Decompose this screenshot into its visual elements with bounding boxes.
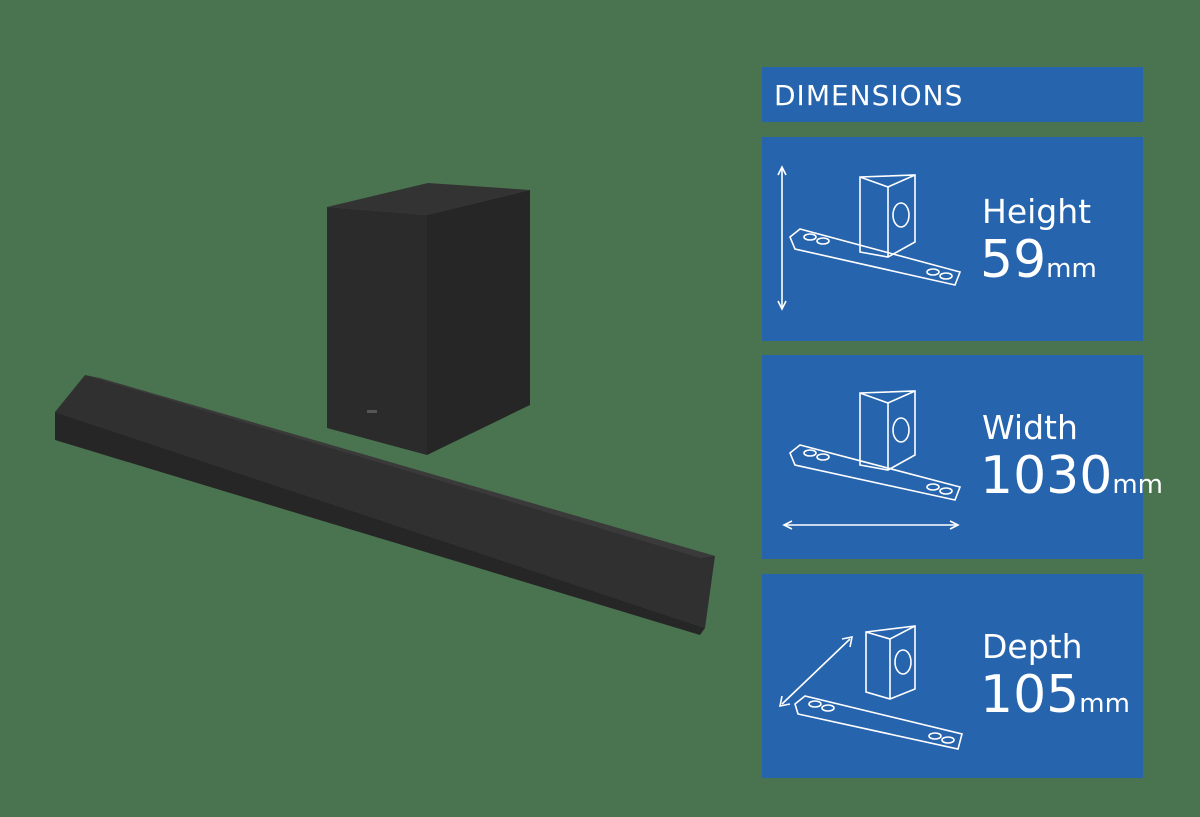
height-value: 59mm (980, 230, 1097, 290)
width-arrow-icon (782, 390, 962, 530)
width-panel: Width 1030mm (762, 355, 1163, 559)
height-arrow-icon (777, 165, 962, 311)
width-label: Width (982, 408, 1078, 447)
depth-arrow-icon (778, 625, 963, 750)
dimensions-header: DIMENSIONS (762, 67, 1143, 122)
dimensions-title: DIMENSIONS (774, 79, 964, 112)
soundbar (55, 375, 715, 635)
depth-panel: Depth 105mm (762, 574, 1143, 778)
product-image (55, 183, 715, 635)
subwoofer (327, 183, 530, 455)
height-label: Height (982, 192, 1092, 231)
depth-label: Depth (982, 627, 1083, 666)
height-panel: Height 59mm (762, 137, 1143, 341)
width-value: 1030mm (980, 446, 1163, 506)
depth-value: 105mm (980, 665, 1130, 725)
